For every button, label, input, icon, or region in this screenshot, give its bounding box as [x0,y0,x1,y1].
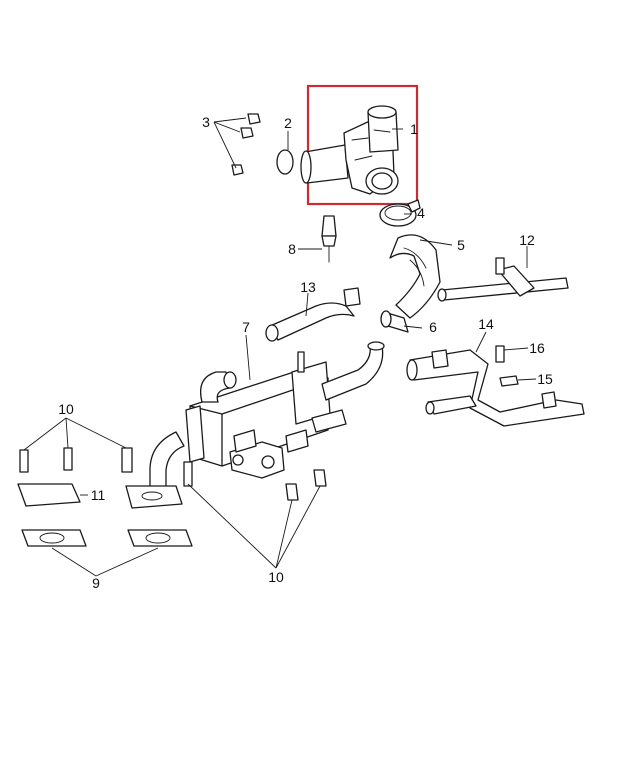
highlight-box [306,84,419,206]
callout-13: 13 [300,279,316,295]
part-14-pipe-assembly[interactable] [406,349,585,427]
part-13-hose[interactable] [265,287,361,342]
callout-10-bottom: 10 [268,569,284,585]
callout-11: 11 [91,487,106,503]
callout-16: 16 [529,340,545,356]
part-4-clamp[interactable] [379,199,421,227]
part-1-thermostat-housing[interactable] [300,105,399,195]
part-11-flange[interactable] [17,483,183,509]
part-12-tube[interactable] [437,257,569,302]
part-6-coupler[interactable] [380,310,409,333]
part-9-gaskets[interactable] [21,529,193,547]
callout-9: 9 [92,575,100,591]
callout-1: 1 [410,121,418,137]
part-8-sensor[interactable] [321,215,337,263]
callout-7: 7 [242,319,250,335]
part-7-egr-cooler[interactable] [149,341,385,489]
leader-lines [23,117,537,577]
callout-labels: 1 2 3 4 5 6 7 8 9 10 11 12 13 14 15 16 1… [58,114,553,591]
part-5-hose[interactable] [389,234,441,319]
callout-5: 5 [457,237,465,253]
part-2-o-ring[interactable] [276,149,294,175]
part-15-clip[interactable] [499,375,519,387]
callout-14: 14 [478,316,494,332]
callout-12: 12 [519,232,535,248]
callout-10-top: 10 [58,401,74,417]
callout-15: 15 [537,371,553,387]
callout-6: 6 [429,319,437,335]
part-10-bolts[interactable] [19,447,327,501]
callout-3: 3 [202,114,210,130]
callout-8: 8 [288,241,296,257]
part-3-nuts[interactable] [231,113,261,176]
callout-4: 4 [417,205,425,221]
callout-2: 2 [284,115,292,131]
part-16-screw[interactable] [495,345,505,363]
